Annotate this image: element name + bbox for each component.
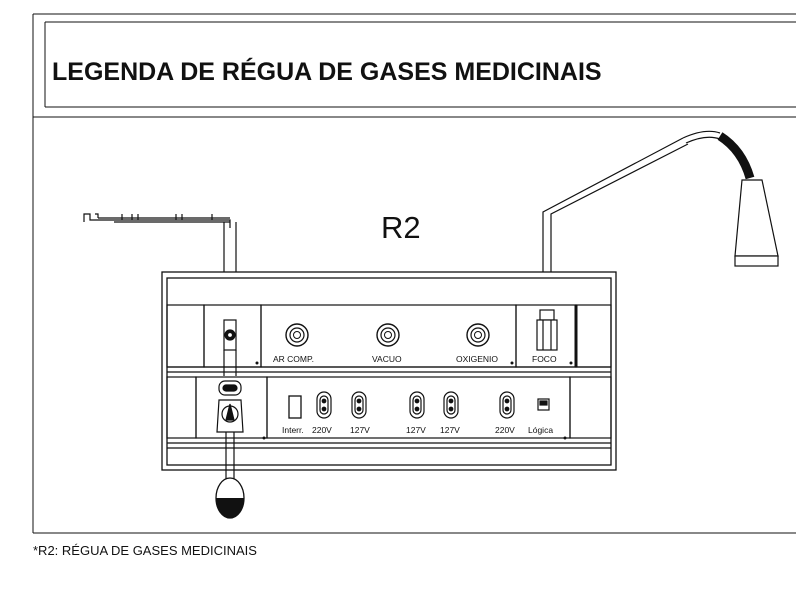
flex-arm-tip [215,477,245,519]
flex-arm-column [223,319,237,376]
rail-code-label: R2 [381,210,421,245]
socket-label-1: 220V [312,425,332,435]
socket-127v-2 [409,391,425,419]
interr-label: Interr. [282,425,304,435]
legend-title: LEGENDA DE RÉGUA DE GASES MEDICINAIS [52,57,602,86]
socket-label-2: 127V [350,425,370,435]
gas-label-ar-comp: AR COMP. [273,354,314,364]
gas-outlet-oxigenio [466,323,490,347]
socket-220v-2 [499,391,515,419]
electrical-compartment [166,376,612,439]
footnote-text: *R2: RÉGUA DE GASES MEDICINAIS [33,543,257,558]
interr-switch [288,395,302,419]
socket-label-4: 127V [440,425,460,435]
socket-label-3: 127V [406,425,426,435]
gas-label-vacuo: VACUO [372,354,402,364]
logica-label: Lógica [528,425,553,435]
foco-connector [536,309,558,351]
logica-jack [537,398,550,411]
gas-outlet-ar-comp [285,323,309,347]
foco-label: FOCO [532,354,557,364]
gas-label-oxigenio: OXIGENIO [456,354,498,364]
lamp-head [734,179,779,267]
gas-outlet-vacuo [376,323,400,347]
wall-rail-hook [83,213,237,320]
socket-127v-1 [351,391,367,419]
gas-compartment [166,304,612,368]
gas-rail-panel [161,271,617,471]
socket-label-5: 220V [495,425,515,435]
flex-arm-base [216,380,244,480]
drawing-frame [32,13,796,534]
socket-220v-1 [316,391,332,419]
socket-127v-3 [443,391,459,419]
